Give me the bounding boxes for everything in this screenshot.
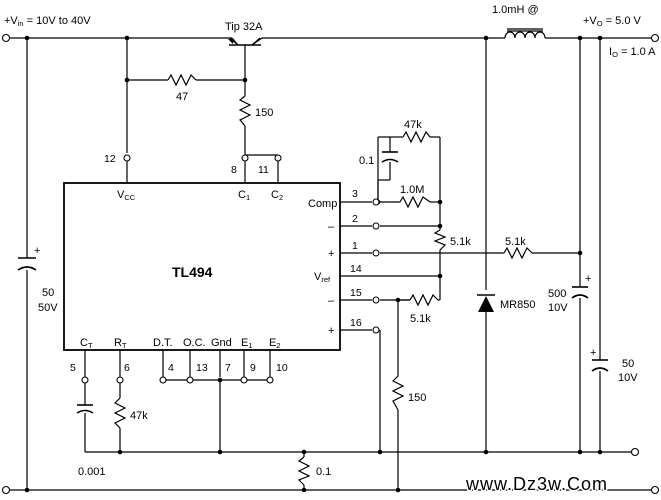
pin-7: 7 — [225, 362, 231, 374]
ic-dt-label: D.T. — [153, 337, 173, 349]
pin-8: 8 — [231, 164, 237, 176]
resistor-47k-rt-label: 47k — [130, 410, 148, 422]
ic-pin2-sign: – — [328, 221, 335, 233]
ic-gnd-label: Gnd — [211, 337, 232, 349]
capacitor-input-value: 50 — [42, 287, 54, 299]
pin-4: 4 — [168, 362, 174, 374]
pin-10: 10 — [276, 362, 288, 374]
ic-ct-label: CT — [80, 337, 93, 350]
ic-pin1-sign: + — [328, 248, 334, 260]
capacitor-0-001-label: 0.001 — [78, 466, 106, 478]
pin-11: 11 — [258, 164, 269, 176]
pin-numbers: 12 8 11 3 2 1 14 15 16 5 6 4 13 7 9 10 — [70, 153, 362, 374]
tl494-ic-body — [63, 182, 341, 351]
resistor-5-1k-divider-label: 5.1k — [450, 236, 471, 248]
pin-3: 3 — [352, 188, 358, 200]
ic-e1-label: E1 — [241, 337, 253, 350]
capacitor-input-plus: + — [34, 245, 40, 257]
pin-14: 14 — [350, 263, 362, 275]
ic-vref-label: Vref — [314, 271, 331, 284]
io-label: IO = 1.0 A — [609, 46, 656, 59]
pin-6: 6 — [124, 362, 130, 374]
ic-c2-label: C2 — [271, 189, 283, 202]
ic-e2-label: E2 — [269, 337, 281, 350]
resistor-5-1k-ref-label: 5.1k — [410, 313, 431, 325]
pnp-transistor-symbol — [228, 37, 261, 57]
resistor-0-1-label: 0.1 — [316, 466, 331, 478]
ic-pin16-sign: + — [328, 325, 334, 337]
capacitor-50-out-plus: + — [590, 347, 596, 359]
inductor-label: 1.0mH @ — [492, 4, 539, 16]
pin-1: 1 — [352, 240, 358, 252]
capacitor-50-out-voltage: 10V — [618, 372, 638, 384]
ic-oc-label: O.C. — [183, 337, 206, 349]
vin-label: +Vin = 10V to 40V — [4, 15, 91, 28]
pin-15: 15 — [350, 287, 362, 299]
capacitor-input-voltage: 50V — [38, 302, 58, 314]
capacitor-50-out-value: 50 — [622, 358, 634, 370]
terminals — [1, 33, 660, 495]
capacitor-500-plus: + — [585, 273, 591, 285]
ic-pin15-sign: – — [328, 295, 335, 307]
wiring — [10, 37, 651, 491]
junctions — [24, 35, 603, 493]
capacitor-0-1-feedback-label: 0.1 — [359, 155, 374, 167]
vo-label: +VO = 5.0 V — [583, 15, 641, 28]
resistor-1m-label: 1.0M — [400, 184, 424, 196]
resistor-150-top-label: 150 — [255, 107, 273, 119]
watermark-text: www.Dz3w.Com — [465, 474, 608, 494]
ic-vcc-label: VCC — [117, 189, 136, 202]
inductor-symbol — [504, 28, 546, 39]
ic-c1-label: C1 — [238, 189, 250, 202]
pin-9: 9 — [250, 362, 256, 374]
capacitor-500-voltage: 10V — [548, 302, 568, 314]
diode-symbol — [477, 294, 495, 312]
pin-16: 16 — [350, 317, 362, 329]
ic-rt-label: RT — [114, 337, 127, 350]
resistor-150-bottom-label: 150 — [408, 392, 426, 404]
ic-name: TL494 — [172, 264, 213, 280]
capacitor-500-value: 500 — [548, 288, 566, 300]
resistor-symbols — [113, 73, 533, 486]
capacitor-symbols — [17, 151, 609, 414]
transistor-label: Tip 32A — [225, 21, 263, 33]
ic-comp-label: Comp — [308, 198, 337, 210]
pin-2: 2 — [352, 213, 358, 225]
pin-5: 5 — [70, 362, 76, 374]
diode-label: MR850 — [500, 299, 535, 311]
resistor-47-label: 47 — [176, 91, 188, 103]
resistor-47k-feedback-label: 47k — [404, 119, 422, 131]
pin-12: 12 — [104, 153, 116, 165]
pin-13: 13 — [196, 362, 208, 374]
resistor-5-1k-output-label: 5.1k — [505, 236, 526, 248]
